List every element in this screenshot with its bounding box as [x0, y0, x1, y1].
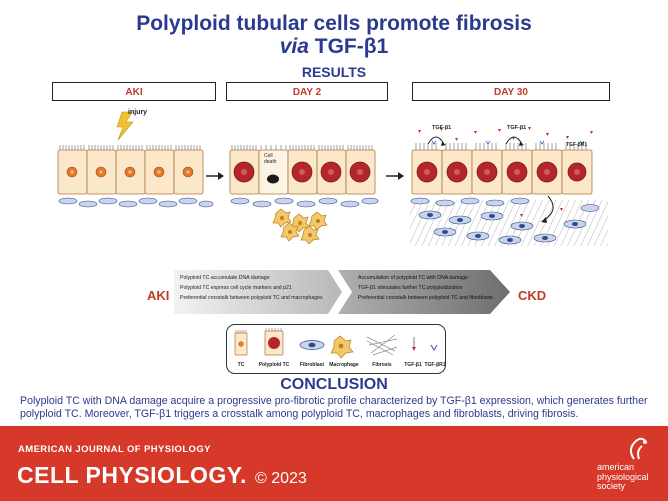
- legend: TC Polyploid TC Fibroblast Macrophage Fi…: [226, 324, 446, 374]
- progression-end-label: CKD: [518, 288, 547, 303]
- aps-wordmark: american physiological society: [597, 462, 649, 492]
- stage-day2: DAY 2: [226, 82, 388, 101]
- stage-arrow-1-icon: [206, 172, 224, 180]
- stage-day30: DAY 30: [412, 82, 610, 101]
- legend-tgfb1-icon: [412, 337, 416, 351]
- legend-tgfbr1-icon: [430, 344, 438, 351]
- phase1-finding: Polyploid TC express cell cycle markers …: [180, 285, 292, 291]
- aps-line: american: [597, 462, 635, 472]
- title-line-1: Polyploid tubular cells promote fibrosis: [136, 12, 532, 35]
- phase2-finding: Accumulation of polyploid TC with DNA da…: [358, 275, 469, 281]
- phase2-findings: Accumulation of polyploid TC with DNA da…: [358, 273, 518, 303]
- conclusion-text: Polyploid TC with DNA damage acquire a p…: [20, 395, 648, 420]
- phase1-finding: Preferential crosstalk between polyploid…: [180, 295, 323, 301]
- legend-tgfb1-label: TGF-β1: [404, 362, 422, 368]
- legend-tc-label: TC: [237, 362, 245, 368]
- journal-title-text: CELL PHYSIOLOGY.: [17, 462, 247, 488]
- stage-arrow-2-icon: [386, 172, 404, 180]
- phase2-finding: TGF-β1 stimulates further TC polyploidiz…: [358, 285, 463, 291]
- phase1-findings: Polyploid TC accumulate DNA damage Polyp…: [180, 273, 340, 303]
- conclusion-heading: CONCLUSION: [280, 376, 388, 393]
- tgf-beta-r1-markers: [431, 140, 585, 145]
- aps-line: physiological: [597, 471, 649, 482]
- cell-death-label-1: Cell: [264, 153, 273, 159]
- phase2-finding: Preferential crosstalk between polyploid…: [358, 295, 493, 301]
- phase1-finding: Polyploid TC accumulate DNA damage: [180, 275, 270, 281]
- legend-fibrosis-label: Fibrosis: [372, 362, 392, 368]
- copyright: © 2023: [254, 470, 307, 487]
- legend-macrophage-label: Macrophage: [329, 362, 359, 368]
- results-heading: RESULTS: [301, 64, 367, 80]
- results-illustration: injury: [57, 109, 608, 246]
- aki-fibroblasts: [58, 197, 214, 208]
- aki-cells: [57, 145, 204, 195]
- title-tgf: TGF-β1: [308, 35, 389, 58]
- title-via: via: [279, 35, 309, 58]
- legend-fibroblast-label: Fibroblast: [299, 362, 325, 368]
- tgf-label-1: TGF-β1: [432, 125, 451, 131]
- progression-start-label: AKI: [147, 288, 170, 303]
- journal-title: CELL PHYSIOLOGY. © 2023: [17, 462, 307, 489]
- title-line-2: via TGF-β1: [0, 35, 668, 58]
- legend-polyploid-tc-icon: [264, 328, 284, 356]
- aps-logo-icon: [630, 437, 647, 460]
- day30-tubule: [410, 127, 608, 246]
- injury-bolt-icon: [116, 111, 134, 141]
- stage-aki: AKI: [52, 82, 216, 101]
- day30-fibroblasts: [410, 197, 600, 245]
- legend-symbols: [234, 328, 438, 359]
- legend-macrophage-icon: [330, 335, 354, 359]
- journal-footer: AMERICAN JOURNAL OF PHYSIOLOGY CELL PHYS…: [0, 426, 668, 501]
- tgf-label-2: TGF-β1: [507, 125, 526, 131]
- aps-line: society: [597, 481, 626, 491]
- journal-name: AMERICAN JOURNAL OF PHYSIOLOGY: [18, 444, 211, 455]
- aki-tubule: [57, 145, 214, 208]
- legend-polyploid-tc-label: Polyploid TC: [258, 362, 290, 368]
- cell-death-label-2: death: [264, 159, 277, 165]
- legend-fibrosis-icon: [366, 334, 398, 356]
- day2-tubule: [229, 145, 379, 245]
- injury-label: injury: [128, 109, 147, 116]
- tgf-beta1-markers: [418, 127, 593, 217]
- legend-tc-icon: [234, 330, 248, 356]
- day2-macrophages: [272, 208, 328, 245]
- progression-arrow: [174, 270, 510, 314]
- tgf-receptor-label: TGF-βR1: [566, 142, 587, 148]
- legend-fibroblast-icon: [299, 340, 325, 350]
- legend-tgfbr1-label: TGF-βR1: [424, 362, 446, 368]
